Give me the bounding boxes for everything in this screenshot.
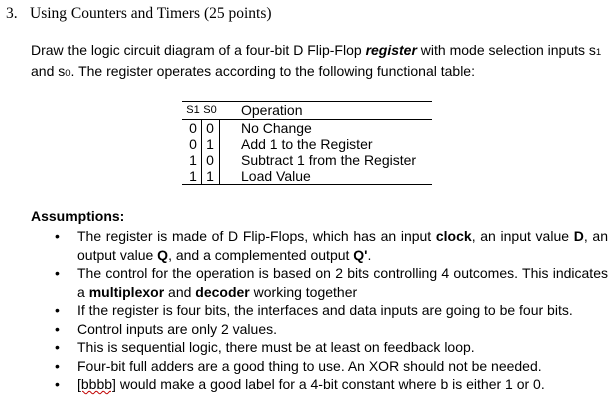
row-s1: 1: [189, 168, 197, 184]
table-row: 0 0 No Change: [182, 120, 432, 136]
intro-keyword-register: register: [365, 42, 417, 58]
bullet-text: This is sequential logic, there must be …: [77, 339, 475, 355]
question-heading: 3. Using Counters and Timers (25 points): [6, 5, 272, 23]
list-item: Four-bit full adders are a good thing to…: [55, 357, 608, 376]
row-operation: No Change: [241, 120, 312, 136]
list-item: [bbbb] would make a good label for a 4-b…: [55, 375, 608, 394]
intro-text-2: with mode selection inputs s: [416, 42, 596, 58]
list-item: This is sequential logic, there must be …: [55, 338, 608, 357]
term-multiplexor: multiplexor: [88, 283, 165, 300]
bullet-text: Control inputs are only 2 values.: [77, 320, 277, 337]
function-table: S1 S0 Operation 0 0 No Change 0 1 Add 1 …: [182, 101, 432, 185]
list-item: The control for the operation is based o…: [55, 264, 608, 301]
term-clock: clock: [435, 228, 472, 244]
row-s0: 0: [206, 120, 214, 136]
term-q-prime: Q': [353, 246, 368, 263]
row-s0: 1: [206, 168, 214, 184]
intro-text-3: and s: [31, 63, 66, 79]
row-s0: 1: [206, 136, 214, 152]
term-decoder: decoder: [195, 283, 250, 300]
bullet-text: If the register is four bits, the interf…: [77, 302, 573, 318]
list-item: Control inputs are only 2 values.: [55, 320, 608, 339]
header-s1: S1: [186, 104, 200, 116]
bullet-text: , an output value: [77, 228, 608, 263]
intro-subscript-1: 1: [595, 47, 602, 58]
row-s0: 0: [206, 152, 214, 168]
bullet-text: , an input value: [471, 228, 574, 244]
table-row: 0 1 Add 1 to the Register: [182, 136, 432, 152]
bullet-text: , and a complemented output: [168, 246, 354, 263]
term-d: D: [573, 228, 584, 244]
header-s0: S0: [203, 104, 217, 116]
constant-label-code: [bbbb]: [77, 376, 116, 392]
row-s1: 1: [189, 152, 197, 168]
table-divider-2: [219, 120, 220, 184]
row-operation: Subtract 1 from the Register: [241, 152, 417, 168]
question-number: 3.: [6, 5, 18, 22]
table-row: 1 1 Load Value: [182, 168, 432, 184]
intro-subscript-0: 0: [65, 68, 71, 79]
bullet-text: Four-bit full adders are a good thing to…: [77, 357, 542, 374]
list-item: The register is made of D Flip-Flops, wh…: [55, 227, 608, 264]
bullet-text: would make a good label for a 4-bit cons…: [115, 376, 545, 392]
row-operation: Load Value: [241, 168, 311, 184]
assumptions-list: The register is made of D Flip-Flops, wh…: [55, 227, 608, 394]
intro-text-1: Draw the logic circuit diagram of a four…: [31, 42, 366, 58]
bullet-text: working together: [249, 283, 358, 300]
bullet-text: The register is made of D Flip-Flops, wh…: [77, 228, 436, 244]
table-row: 1 0 Subtract 1 from the Register: [182, 152, 432, 168]
table-divider-1: [201, 120, 202, 184]
intro-paragraph: Draw the logic circuit diagram of a four…: [31, 41, 609, 83]
bullet-text: and: [164, 283, 196, 300]
assumptions-title: Assumptions:: [31, 208, 125, 224]
row-s1: 0: [189, 136, 197, 152]
term-q: Q: [157, 246, 169, 263]
intro-text-4: . The register operates according to the…: [70, 63, 475, 79]
header-operation: Operation: [241, 102, 303, 118]
bullet-text: .: [367, 246, 372, 263]
question-title: Using Counters and Timers (25 points): [30, 5, 272, 22]
row-s1: 0: [189, 120, 197, 136]
list-item: If the register is four bits, the interf…: [55, 301, 608, 320]
table-header-row: S1 S0 Operation: [182, 102, 432, 120]
row-operation: Add 1 to the Register: [241, 136, 373, 152]
bullet-text: The control for the operation is based o…: [77, 265, 608, 300]
